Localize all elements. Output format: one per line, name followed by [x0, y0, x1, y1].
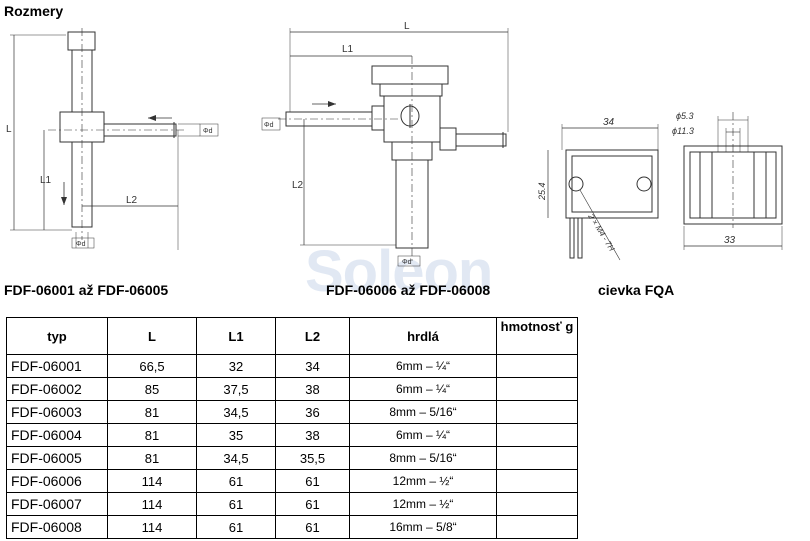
table-cell-l2: 35,5 — [275, 446, 350, 470]
table-cell-l: 81 — [107, 400, 197, 424]
d1-label-L1: L1 — [40, 175, 52, 186]
table-cell-l1: 34,5 — [196, 446, 276, 470]
d3-label-phi113: ϕ11.3 — [672, 126, 694, 136]
caption-fdf-06006-06008: FDF-06006 až FDF-06008 — [326, 282, 491, 298]
table-cell-hmotnost — [496, 492, 578, 516]
table-cell-typ: FDF-06003 — [6, 400, 108, 424]
col-header-l: L — [107, 317, 197, 355]
table-cell-typ: FDF-06006 — [6, 469, 108, 493]
table-cell-hrdla: 6mm – ¼“ — [349, 423, 497, 447]
table-cell-l1: 61 — [196, 515, 276, 539]
table-cell-l1: 37,5 — [196, 377, 276, 401]
table-cell-l2: 61 — [275, 515, 350, 539]
table-cell-l1: 32 — [196, 354, 276, 378]
col-header-hmotnost: hmotnosť g — [496, 317, 578, 355]
d3-label-34: 34 — [603, 117, 615, 128]
d1-label-od2: Φd — [76, 241, 86, 248]
table-cell-typ: FDF-06002 — [6, 377, 108, 401]
table-cell-hrdla: 8mm – 5/16“ — [349, 446, 497, 470]
table-cell-l2: 61 — [275, 469, 350, 493]
table-cell-hrdla: 12mm – ½“ — [349, 469, 497, 493]
col-header-l1: L1 — [196, 317, 276, 355]
d1-label-od: Φd — [203, 128, 213, 135]
table-cell-l: 114 — [107, 492, 197, 516]
d1-label-L2: L2 — [126, 195, 138, 206]
table-cell-hrdla: 6mm – ¼“ — [349, 354, 497, 378]
d2-label-L2: L2 — [292, 180, 304, 191]
d3-label-25-4: 25.4 — [537, 182, 547, 201]
table-cell-l2: 34 — [275, 354, 350, 378]
table-cell-typ: FDF-06001 — [6, 354, 108, 378]
table-cell-hmotnost — [496, 469, 578, 493]
drawing-fdf-06001-06005 — [10, 28, 219, 250]
table-cell-hmotnost — [496, 446, 578, 470]
table-cell-typ: FDF-06005 — [6, 446, 108, 470]
col-header-hrdla: hrdlá — [349, 317, 497, 355]
table-cell-l: 81 — [107, 423, 197, 447]
table-cell-l: 114 — [107, 515, 197, 539]
caption-fdf-06001-06005: FDF-06001 až FDF-06005 — [4, 282, 169, 298]
col-header-typ: typ — [6, 317, 108, 355]
table-cell-l1: 61 — [196, 492, 276, 516]
table-cell-hmotnost — [496, 423, 578, 447]
drawing-coil-front — [683, 112, 783, 250]
d3-label-33: 33 — [724, 235, 736, 246]
table-cell-hmotnost — [496, 400, 578, 424]
table-header-row: typ L L1 L2 hrdlá hmotnosť g — [6, 317, 578, 355]
table-cell-hrdla: 12mm – ½“ — [349, 492, 497, 516]
d2-label-L: L — [404, 21, 410, 32]
d2-label-od: Φd — [264, 122, 274, 129]
table-cell-l2: 36 — [275, 400, 350, 424]
technical-drawings: L L1 L2 Φd Φd — [6, 21, 783, 267]
d2-label-od2: Φd — [402, 259, 412, 266]
d2-label-L1: L1 — [342, 44, 354, 55]
table-cell-hrdla: 6mm – ¼“ — [349, 377, 497, 401]
table-cell-hrdla: 16mm – 5/8“ — [349, 515, 497, 539]
table-cell-hmotnost — [496, 377, 578, 401]
table-cell-l: 66,5 — [107, 354, 197, 378]
table-cell-l2: 38 — [275, 423, 350, 447]
table-cell-typ: FDF-06008 — [6, 515, 108, 539]
table-cell-hrdla: 8mm – 5/16“ — [349, 400, 497, 424]
caption-cievka-fqa: cievka FQA — [598, 282, 675, 298]
table-cell-hmotnost — [496, 515, 578, 539]
col-header-l2: L2 — [275, 317, 350, 355]
table-cell-l: 81 — [107, 446, 197, 470]
table-cell-l2: 38 — [275, 377, 350, 401]
table-cell-hmotnost — [496, 354, 578, 378]
table-cell-typ: FDF-06004 — [6, 423, 108, 447]
table-cell-l1: 34,5 — [196, 400, 276, 424]
table-cell-l: 114 — [107, 469, 197, 493]
table-cell-l2: 61 — [275, 492, 350, 516]
drawing-fdf-06006-06008 — [261, 28, 509, 267]
section-heading: Rozmery — [4, 3, 64, 19]
table-cell-l1: 61 — [196, 469, 276, 493]
table-cell-typ: FDF-06007 — [6, 492, 108, 516]
d1-label-L: L — [6, 124, 12, 135]
d3-label-phi53: ϕ5.3 — [676, 111, 694, 121]
drawing-coil-side — [547, 124, 659, 261]
watermark-logo: Soleon — [305, 239, 493, 304]
table-cell-l1: 35 — [196, 423, 276, 447]
table-cell-l: 85 — [107, 377, 197, 401]
